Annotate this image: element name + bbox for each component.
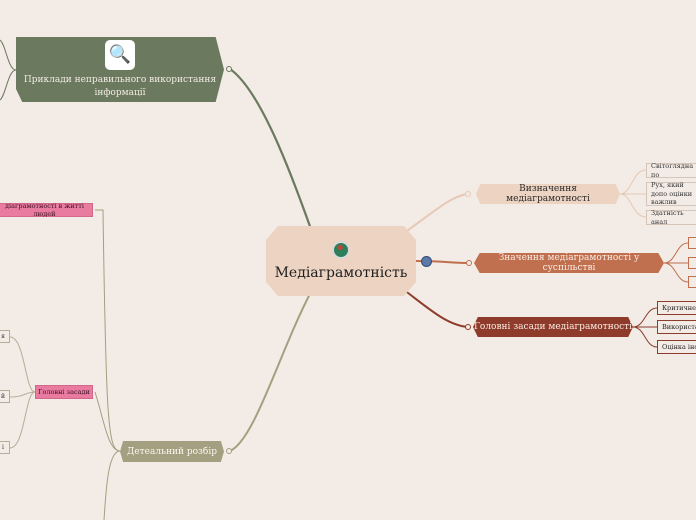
importance-leaf[interactable] bbox=[688, 257, 696, 269]
topic-principles[interactable]: Головні засади медіаграмотності bbox=[473, 317, 633, 337]
importance-link-dot[interactable] bbox=[466, 260, 472, 266]
globe-head-icon bbox=[332, 241, 350, 259]
topic-detailed-label: Детеальний розбір bbox=[127, 446, 217, 457]
pink-topic-principles[interactable]: Головні засади bbox=[35, 385, 93, 399]
link-central-green bbox=[229, 68, 314, 233]
topic-importance-label: Значення медіаграмотності у суспільстві bbox=[498, 253, 640, 273]
topic-principles-label: Головні засади медіаграмотності bbox=[473, 322, 633, 332]
principle-leaf[interactable]: Оцінка інф bbox=[657, 340, 696, 354]
topic-detailed[interactable]: Детеальний розбір bbox=[120, 441, 224, 462]
topic-importance[interactable]: Значення медіаграмотності у суспільстві bbox=[474, 253, 664, 273]
central-title: Медіаграмотність bbox=[274, 265, 408, 281]
definition-leaf[interactable]: Рух, який допо оцінки важлив bbox=[646, 181, 696, 206]
definition-leaf[interactable]: Здатність анал bbox=[646, 209, 696, 226]
link-central-detailed bbox=[229, 289, 313, 452]
principles-link-dot[interactable] bbox=[465, 324, 471, 330]
misuse-examples-label: Приклади неправильного використання інфо… bbox=[23, 75, 217, 98]
hub-icon[interactable] bbox=[421, 256, 432, 267]
topic-definitions[interactable]: Визначення медіаграмотності bbox=[476, 184, 620, 204]
pink-topic-life[interactable]: діаграмотності в житті людей bbox=[0, 202, 93, 218]
magnifier-icon: 🔍 bbox=[105, 40, 135, 71]
detailed-link-dot[interactable] bbox=[226, 448, 232, 454]
left-leaf[interactable]: я bbox=[0, 330, 10, 343]
link-central-principles bbox=[399, 286, 469, 328]
green-link-dot[interactable] bbox=[226, 66, 232, 72]
topic-definitions-label: Визначення медіаграмотності bbox=[506, 184, 590, 204]
definitions-link-dot[interactable] bbox=[465, 191, 471, 197]
central-topic[interactable]: Медіаграмотність bbox=[266, 226, 416, 296]
importance-leaf[interactable] bbox=[688, 237, 696, 249]
principle-leaf[interactable]: Критичне bbox=[657, 301, 696, 315]
link-central-definitions bbox=[399, 193, 469, 237]
principle-leaf[interactable]: Використа bbox=[657, 320, 696, 334]
importance-leaf[interactable] bbox=[688, 276, 696, 288]
left-leaf[interactable]: і bbox=[0, 441, 10, 454]
left-leaf[interactable]: й bbox=[0, 390, 10, 403]
misuse-examples-topic[interactable]: 🔍 Приклади неправильного використання ін… bbox=[16, 37, 224, 102]
definition-leaf[interactable]: Світоглядна по bbox=[646, 162, 696, 179]
